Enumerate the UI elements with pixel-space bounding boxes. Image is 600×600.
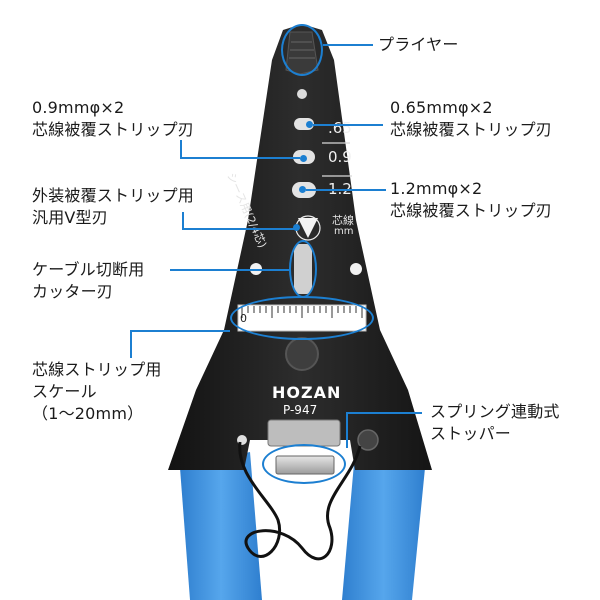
- scale-label-line1: 芯線ストリップ用: [32, 360, 162, 379]
- strip-065-label-line1: 0.65mmφ×2: [390, 98, 493, 117]
- vblade-label-line2: 汎用V型刃: [32, 208, 108, 227]
- strip-12-label-line1: 1.2mmφ×2: [390, 179, 483, 198]
- scale-label-line2: スケール: [32, 382, 97, 401]
- right-screw: [357, 429, 379, 451]
- strip-09-label-line2: 芯線被覆ストリップ刃: [32, 120, 195, 139]
- leader-scale-h: [130, 330, 230, 332]
- scale-ring: [230, 296, 374, 340]
- cutter-label-line1: ケーブル切断用: [32, 260, 145, 279]
- stopper-ring: [262, 444, 346, 484]
- pliers-label: プライヤー: [378, 35, 459, 54]
- right-handle-grip: [342, 452, 425, 600]
- leader-stopper-h: [346, 412, 422, 414]
- upper-hole: [297, 89, 307, 99]
- dot-12: [299, 186, 306, 193]
- leader-065: [313, 124, 383, 126]
- vblade-label-line1: 外装被覆ストリップ用: [32, 186, 195, 205]
- stopper-label-line2: ストッパー: [430, 424, 512, 443]
- leader-vblade-v: [182, 212, 184, 230]
- strip-09-label-line1: 0.9mmφ×2: [32, 98, 125, 117]
- coil-spring: [238, 441, 362, 561]
- stopper-plate: [267, 419, 341, 447]
- leader-vblade-h: [182, 228, 294, 230]
- strip-065-label-line2: 芯線被覆ストリップ刃: [390, 120, 553, 139]
- pivot-rivet: [285, 337, 319, 371]
- scale-label-line3: （1～20mm）: [32, 404, 144, 423]
- right-jaw-hole: [350, 263, 362, 275]
- unit-marking: mm: [334, 226, 354, 237]
- brand-logo: HOZAN: [272, 383, 342, 402]
- size-marking-09: 0.9: [328, 148, 352, 166]
- core-wire-marking: 芯線: [332, 214, 354, 227]
- dot-065: [306, 121, 313, 128]
- model-number: P-947: [283, 403, 318, 417]
- cutter-ring: [289, 240, 317, 298]
- leader-cutter: [170, 269, 289, 271]
- strip-12-label-line2: 芯線被覆ストリップ刃: [390, 201, 553, 220]
- leader-stopper-v: [346, 412, 348, 448]
- left-handle-grip: [180, 452, 262, 600]
- stopper-label-line1: スプリング連動式: [430, 402, 560, 421]
- scale-label-20: 20: [352, 330, 366, 343]
- pliers-leader: [323, 44, 373, 46]
- cutter-label-line2: カッター刃: [32, 282, 114, 301]
- leader-09-h: [180, 157, 300, 159]
- dot-vblade: [293, 224, 300, 231]
- leader-scale-v: [130, 330, 132, 358]
- v-blade: [298, 218, 318, 238]
- plier-tip-ring: [281, 24, 323, 76]
- size-marking-065: .65: [328, 119, 352, 137]
- dot-09: [300, 155, 307, 162]
- leader-12: [306, 189, 386, 191]
- leader-09-v: [180, 140, 182, 159]
